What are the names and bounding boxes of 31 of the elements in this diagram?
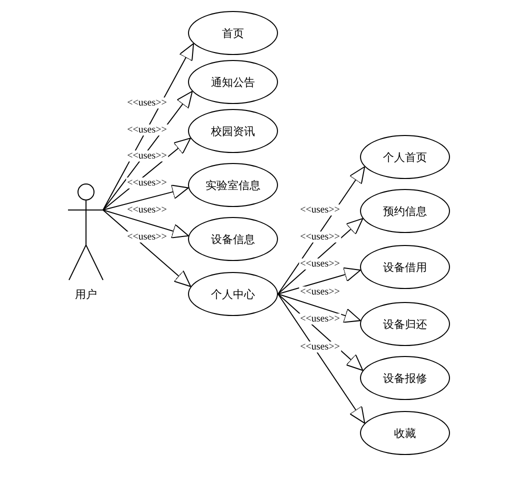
arrow: [278, 294, 366, 424]
arrow: [278, 294, 362, 323]
use-case-ellipse: 个人首页: [360, 135, 450, 179]
arrow: [102, 184, 189, 210]
edge-label: <<uses>>: [126, 124, 168, 136]
use-case-ellipse: 通知公告: [188, 60, 278, 104]
use-case-ellipse: 设备借用: [360, 245, 450, 289]
edge-label: <<uses>>: [126, 150, 168, 162]
edge-label: <<uses>>: [299, 204, 341, 216]
edge-label: <<uses>>: [126, 204, 168, 216]
edge-label: <<uses>>: [126, 98, 168, 108]
edge-label: <<uses>>: [299, 258, 341, 270]
edge-label: <<uses>>: [126, 232, 168, 242]
edge-label: <<uses>>: [299, 286, 341, 298]
edge-label: <<uses>>: [299, 314, 341, 324]
use-case-ellipse: 设备报修: [360, 356, 450, 400]
use-case-ellipse: 校园资讯: [188, 109, 278, 153]
use-case-ellipse: 首页: [188, 11, 278, 55]
use-case-ellipse: 个人中心: [188, 272, 278, 316]
edge-label: <<uses>>: [126, 178, 168, 188]
edge-label: <<uses>>: [299, 232, 341, 242]
use-case-ellipse: 预约信息: [360, 189, 450, 233]
arrow: [102, 210, 189, 238]
arrow: [278, 267, 361, 294]
arrow: [102, 210, 192, 288]
edge-label: <<uses>>: [299, 342, 341, 352]
use-case-ellipse: 实验室信息: [188, 163, 278, 207]
use-case-ellipse: 收藏: [360, 411, 450, 455]
actor-name: 用户: [74, 287, 98, 302]
use-case-ellipse: 设备归还: [360, 302, 450, 346]
use-case-ellipse: 设备信息: [188, 217, 278, 261]
